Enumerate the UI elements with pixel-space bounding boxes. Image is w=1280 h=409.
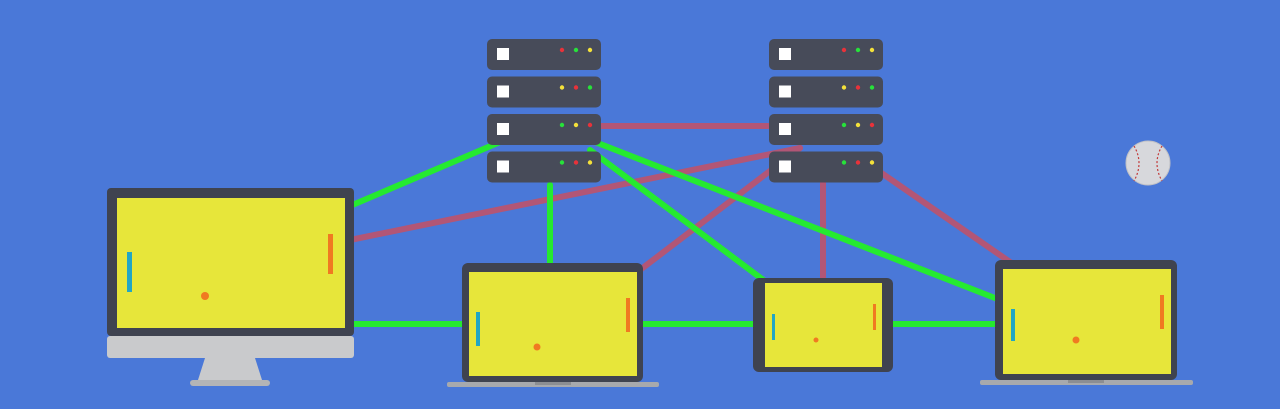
right-paddle bbox=[1160, 295, 1164, 329]
decorations bbox=[1125, 140, 1171, 186]
status-led bbox=[559, 47, 565, 53]
status-led bbox=[573, 160, 579, 165]
secondary-links bbox=[347, 123, 1013, 288]
laptop-right bbox=[980, 260, 1193, 385]
server-unit-body bbox=[487, 76, 601, 108]
status-led bbox=[841, 47, 847, 53]
server-unit-body bbox=[487, 39, 601, 70]
status-led bbox=[855, 122, 861, 128]
tablet bbox=[753, 278, 893, 372]
status-led bbox=[587, 122, 593, 128]
baseball-stitch bbox=[1133, 145, 1140, 182]
ball bbox=[1072, 336, 1080, 344]
status-led bbox=[841, 122, 847, 128]
laptop-left bbox=[447, 263, 659, 387]
server-unit bbox=[487, 76, 601, 108]
status-led bbox=[587, 85, 593, 90]
left-paddle bbox=[1011, 309, 1015, 341]
game-screen bbox=[117, 198, 345, 328]
left-paddle bbox=[772, 314, 775, 340]
drive-bay-icon bbox=[497, 123, 509, 135]
drive-bay-icon bbox=[779, 48, 791, 60]
server-rack-left bbox=[487, 39, 601, 183]
drive-bay-icon bbox=[497, 85, 509, 98]
server-rack-right bbox=[769, 39, 883, 183]
server-unit bbox=[487, 151, 601, 183]
drive-bay-icon bbox=[779, 85, 791, 98]
status-led bbox=[587, 160, 593, 165]
baseball-icon bbox=[1125, 140, 1171, 186]
status-led bbox=[855, 47, 861, 53]
left-paddle bbox=[476, 312, 480, 346]
status-led bbox=[855, 160, 861, 165]
monitor-chin bbox=[107, 336, 354, 358]
game-screen bbox=[765, 283, 882, 367]
baseball-stitch bbox=[1156, 145, 1163, 182]
left-paddle bbox=[127, 252, 132, 292]
server-unit bbox=[769, 151, 883, 183]
server-unit bbox=[487, 39, 601, 70]
status-led bbox=[855, 85, 861, 90]
status-led bbox=[559, 122, 565, 128]
status-led bbox=[573, 122, 579, 128]
server-unit-body bbox=[769, 39, 883, 70]
server-unit bbox=[769, 39, 883, 70]
server-unit bbox=[769, 114, 883, 145]
status-led bbox=[869, 47, 875, 53]
servers bbox=[487, 39, 883, 183]
baseball-body bbox=[1125, 140, 1171, 186]
server-unit-body bbox=[769, 76, 883, 108]
drive-bay-icon bbox=[779, 160, 791, 173]
server-unit-body bbox=[769, 114, 883, 145]
status-led bbox=[559, 85, 565, 90]
right-paddle bbox=[626, 298, 630, 332]
secondary-link bbox=[347, 145, 803, 243]
drive-bay-icon bbox=[779, 123, 791, 135]
status-led bbox=[841, 160, 847, 165]
server-unit-body bbox=[487, 114, 601, 145]
server-unit bbox=[769, 76, 883, 108]
status-led bbox=[587, 47, 593, 53]
devices bbox=[107, 188, 1193, 387]
status-led bbox=[573, 47, 579, 53]
secondary-link bbox=[867, 162, 1013, 265]
status-led bbox=[841, 85, 847, 90]
primary-links bbox=[347, 137, 1003, 327]
server-unit-body bbox=[769, 151, 883, 183]
monitor-stand bbox=[198, 358, 262, 380]
laptop-notch bbox=[535, 382, 571, 385]
drive-bay-icon bbox=[497, 160, 509, 173]
ball bbox=[201, 292, 209, 300]
laptop-notch bbox=[1068, 380, 1104, 383]
monitor-base bbox=[190, 380, 270, 386]
drive-bay-icon bbox=[497, 48, 509, 60]
status-led bbox=[573, 85, 579, 90]
ball bbox=[533, 343, 541, 351]
right-paddle bbox=[873, 304, 876, 330]
right-paddle bbox=[328, 234, 333, 274]
game-screen bbox=[1003, 269, 1171, 374]
status-led bbox=[559, 160, 565, 165]
server-unit-body bbox=[487, 151, 601, 183]
primary-link bbox=[347, 139, 503, 209]
server-unit bbox=[487, 114, 601, 145]
status-led bbox=[869, 85, 875, 90]
status-led bbox=[869, 160, 875, 165]
game-screen bbox=[469, 272, 637, 376]
primary-link bbox=[587, 137, 1003, 303]
desktop-monitor bbox=[107, 188, 354, 386]
status-led bbox=[869, 122, 875, 128]
primary-link bbox=[587, 147, 773, 288]
ball bbox=[813, 337, 819, 343]
